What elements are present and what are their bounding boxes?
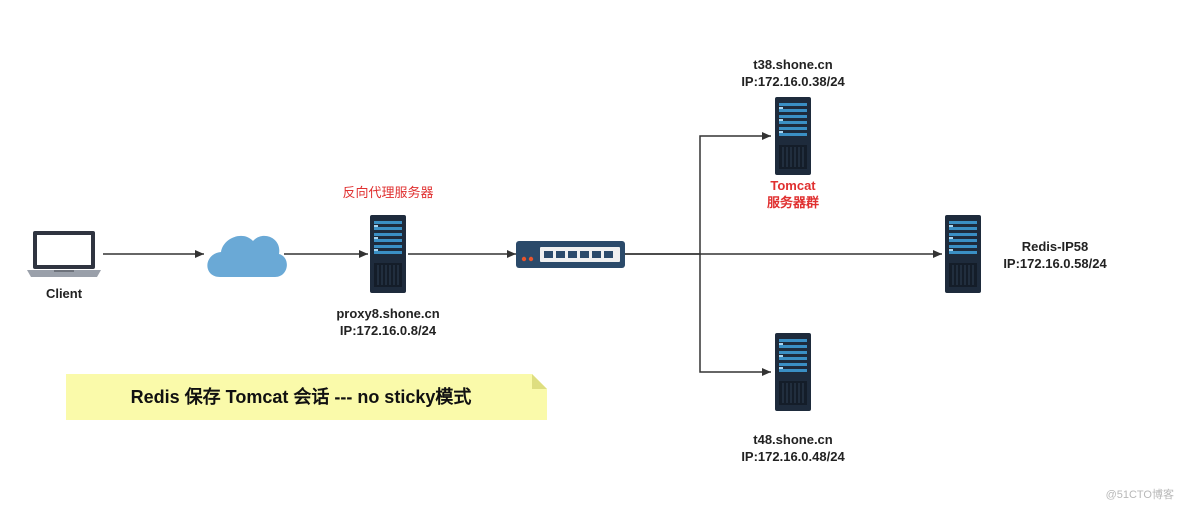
redis-host-label: Redis-IP58 <box>1021 239 1089 254</box>
client-label: Client <box>45 286 83 301</box>
laptop-icon <box>27 231 101 277</box>
cloud-icon <box>207 235 287 277</box>
proxy-server-icon <box>369 214 407 294</box>
note-text: Redis 保存 Tomcat 会话 --- no sticky模式 <box>130 387 472 407</box>
proxy-role-label: 反向代理服务器 <box>342 185 434 200</box>
t38-server-icon <box>774 96 812 176</box>
tomcat-group-label-line2: 服务器群 <box>766 195 819 210</box>
watermark: @51CTO博客 <box>1105 489 1174 501</box>
note-shape <box>66 374 547 420</box>
t38-ip-label: IP:172.16.0.38/24 <box>741 74 845 89</box>
t38-host-label: t38.shone.cn <box>753 57 833 72</box>
t48-server-icon <box>774 332 812 412</box>
redis-ip-label: IP:172.16.0.58/24 <box>1003 256 1107 271</box>
tomcat-group-label-line1: Tomcat <box>770 178 816 193</box>
redis-server-icon <box>944 214 982 294</box>
t48-ip-label: IP:172.16.0.48/24 <box>741 449 845 464</box>
proxy-ip-label: IP:172.16.0.8/24 <box>339 323 437 338</box>
t48-host-label: t48.shone.cn <box>753 432 833 447</box>
edge-switch-t38 <box>624 132 771 255</box>
switch-icon <box>516 241 625 268</box>
edge-switch-t48 <box>699 254 771 376</box>
proxy-host-label: proxy8.shone.cn <box>336 306 440 321</box>
